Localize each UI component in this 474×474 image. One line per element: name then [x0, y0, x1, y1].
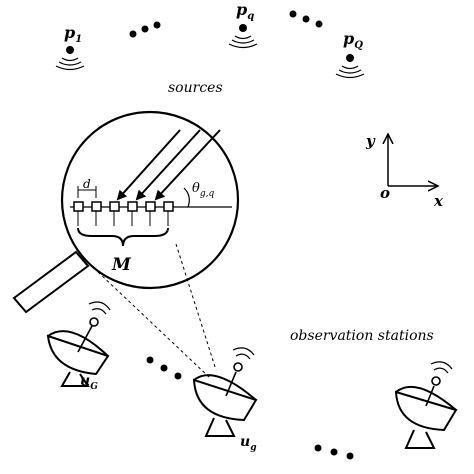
- array-element: [91, 201, 102, 212]
- axis-y-label: y: [365, 132, 376, 150]
- station-dots-upper: [146, 356, 182, 380]
- station-uG: uG: [46, 301, 111, 392]
- station-right: [394, 361, 458, 449]
- magnifier-icon: [12, 110, 240, 314]
- axis-origin-label: o: [380, 184, 390, 202]
- theta-label: θg,q: [192, 181, 214, 199]
- source-dots-left: [129, 21, 161, 38]
- array-element: [127, 201, 138, 212]
- source-pq-label: pq: [236, 0, 254, 22]
- source-dots-right: [289, 10, 323, 28]
- array-element: [73, 201, 84, 212]
- coordinate-axes-icon: y x o: [365, 132, 444, 210]
- satellite-dish-icon: [394, 361, 458, 449]
- angle-indicator: θg,q: [172, 181, 232, 208]
- incoming-wave-arrows: [116, 129, 221, 201]
- satellite-dish-icon: [192, 347, 258, 437]
- station-ug: ug: [192, 347, 258, 453]
- antenna-array: [70, 201, 174, 226]
- source-signal-icon: [228, 24, 258, 49]
- array-element: [163, 201, 174, 212]
- source-pQ-label: pQ: [343, 29, 363, 51]
- station-ug-label: ug: [240, 434, 256, 453]
- axis-x-label: x: [433, 192, 444, 210]
- array-size-M-label: M: [111, 255, 132, 275]
- source-p1-label: p1: [64, 23, 82, 45]
- source-p1: p1: [55, 23, 85, 71]
- zoom-projection-lines: [97, 243, 217, 379]
- satellite-dish-icon: [46, 301, 111, 387]
- observation-stations-label: observation stations: [290, 328, 434, 344]
- source-pq: pq: [228, 0, 258, 49]
- array-element: [145, 201, 156, 212]
- array-element: [109, 201, 120, 212]
- spacing-d-label: d: [83, 177, 91, 191]
- station-dots-lower: [314, 444, 354, 460]
- element-spacing: d: [77, 177, 97, 198]
- source-pQ: pQ: [335, 29, 365, 79]
- array-size-brace: M: [77, 227, 169, 275]
- station-uG-label: uG: [80, 373, 98, 392]
- source-signal-icon: [55, 46, 85, 71]
- source-signal-icon: [335, 54, 365, 79]
- sources-label: sources: [168, 80, 223, 96]
